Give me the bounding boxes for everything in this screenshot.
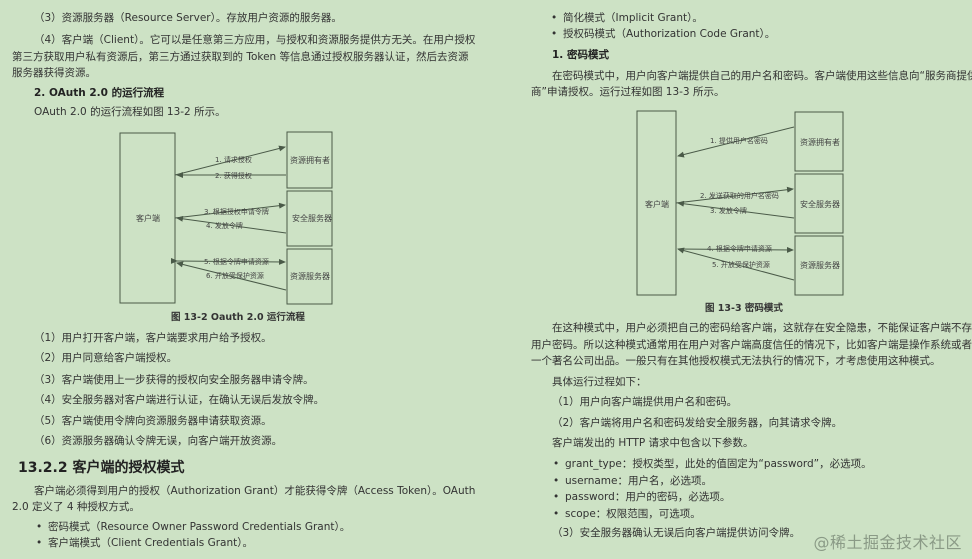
step-item: （1）用户向客户端提供用户名和密码。 — [552, 396, 738, 408]
arrow-1 — [174, 145, 286, 176]
section-heading-13-2-2: 13.2.2 客户端的授权模式 — [18, 460, 185, 476]
box-label: 安全服务器 — [292, 213, 332, 223]
step-item: （3）安全服务器确认无误后向客户端提供访问令牌。 — [552, 527, 801, 539]
client-label: 客户端 — [136, 213, 160, 223]
arrow-4 — [677, 246, 794, 253]
arrow-5 — [170, 257, 286, 265]
paragraph-password-intro: 在密码模式中，用户向客户端提供自己的用户名和密码。客户端使用这些信息向“服务商提… — [552, 70, 972, 82]
box-label: 安全服务器 — [800, 199, 840, 209]
section-title-password: 1. 密码模式 — [552, 49, 609, 61]
paragraph-grant-intro: 客户端必须得到用户的授权（Authorization Grant）才能获得令牌（… — [34, 485, 476, 497]
section-title-flow: 2. OAuth 2.0 的运行流程 — [34, 87, 165, 99]
arrow-label: 5. 根据令牌申请资源 — [204, 257, 269, 266]
process-intro: 具体运行过程如下： — [552, 376, 647, 388]
arrow-label: 5. 开放受保护资源 — [712, 260, 770, 269]
arrow-label: 4. 根据令牌申请资源 — [707, 244, 772, 253]
paragraph-risk-cont: 用户密码。所以这种模式通常用在用户对客户端高度信任的情况下，比如客户端是操作系统… — [531, 339, 972, 351]
paragraph-risk-end: 一个著名公司出品。一般只有在其他授权模式无法执行的情况下，才考虑使用这种模式。 — [531, 355, 941, 367]
step-item: （4）安全服务器对客户端进行认证，在确认无误后发放令牌。 — [34, 394, 325, 406]
bullet-item: 授权码模式（Authorization Code Grant）。 — [551, 27, 775, 41]
auth-server-box — [286, 190, 333, 247]
arrow-5 — [677, 247, 795, 281]
figure-caption-13-3: 图 13-3 密码模式 — [705, 303, 783, 314]
step-item: （3）客户端使用上一步获得的授权向安全服务器申请令牌。 — [34, 374, 314, 386]
resource-owner-box — [286, 131, 333, 189]
arrow-label: 1. 提供用户名密码 — [710, 136, 768, 145]
arrow-label: 2. 获得授权 — [215, 171, 252, 180]
http-intro: 客户端发出的 HTTP 请求中包含以下参数。 — [552, 437, 754, 449]
param-item: scope：权限范围，可选项。 — [553, 507, 701, 521]
arrow-label: 3. 根据授权申请令牌 — [204, 207, 269, 216]
arrow-label: 1. 请求授权 — [215, 155, 252, 164]
box-label: 资源服务器 — [290, 271, 330, 281]
arrow-label: 4. 发放令牌 — [206, 221, 243, 230]
arrow-label: 2. 发送获取的用户名密码 — [700, 191, 779, 200]
paragraph-risk: 在这种模式中，用户必须把自己的密码给客户端，这就存在安全隐患，不能保证客户端不存… — [552, 322, 972, 334]
bullet-item: 密码模式（Resource Owner Password Credentials… — [36, 520, 350, 534]
resource-server-box — [286, 248, 333, 305]
step-item: （5）客户端使用令牌向资源服务器申请获取资源。 — [34, 415, 272, 427]
auth-server-box — [794, 173, 844, 234]
paragraph-password-intro-cont: 商”申请授权。运行过程如图 13-3 所示。 — [531, 86, 725, 98]
paragraph-grant-intro-cont: 2.0 定义了 4 种授权方式。 — [12, 501, 140, 513]
arrow-6 — [176, 261, 287, 291]
section-intro-flow: OAuth 2.0 的运行流程如图 13-2 所示。 — [34, 106, 226, 118]
client-label: 客户端 — [645, 199, 669, 209]
box-label: 资源拥有者 — [800, 137, 840, 147]
arrow-3 — [174, 202, 286, 219]
paragraph-client: （4）客户端（Client）。它可以是任意第三方应用，与授权和资源服务提供方无关… — [34, 34, 476, 46]
arrow-label: 3. 发放令牌 — [710, 206, 747, 215]
resource-owner-box — [794, 111, 844, 172]
step-item: （2）用户同意给客户端授权。 — [34, 352, 178, 364]
resource-server-box — [794, 235, 844, 296]
param-item: password：用户的密码，必选项。 — [553, 490, 730, 504]
arrow-2 — [675, 186, 794, 204]
figure-caption-13-2: 图 13-2 Oauth 2.0 运行流程 — [171, 312, 305, 323]
param-item: grant_type：授权类型，此处的值固定为“password”，必选项。 — [553, 457, 872, 471]
bullet-item: 简化模式（Implicit Grant）。 — [551, 11, 703, 25]
step-item: （6）资源服务器确认令牌无误，向客户端开放资源。 — [34, 435, 283, 447]
arrow-4 — [176, 215, 287, 234]
param-item: username：用户名，必选项。 — [553, 474, 712, 488]
bullet-item: 客户端模式（Client Credentials Grant）。 — [36, 536, 253, 550]
step-item: （2）客户端将用户名和密码发给安全服务器，向其请求令牌。 — [552, 417, 843, 429]
watermark: @稀土掘金技术社区 — [813, 533, 962, 552]
box-label: 资源服务器 — [800, 260, 840, 270]
step-item: （1）用户打开客户端，客户端要求用户给予授权。 — [34, 332, 272, 344]
box-label: 资源拥有者 — [290, 155, 330, 165]
paragraph-client-cont: 第三方获取用户私有资源后，第三方通过获取到的 Token 等信息通过授权服务器认… — [12, 51, 469, 63]
paragraph-resource-server: （3）资源服务器（Resource Server）。存放用户资源的服务器。 — [34, 12, 342, 24]
arrow-3 — [677, 200, 795, 219]
arrow-label: 6. 开放受保护资源 — [206, 271, 264, 280]
paragraph-client-end: 服务器获得资源。 — [12, 67, 96, 79]
arrow-1 — [677, 126, 795, 158]
